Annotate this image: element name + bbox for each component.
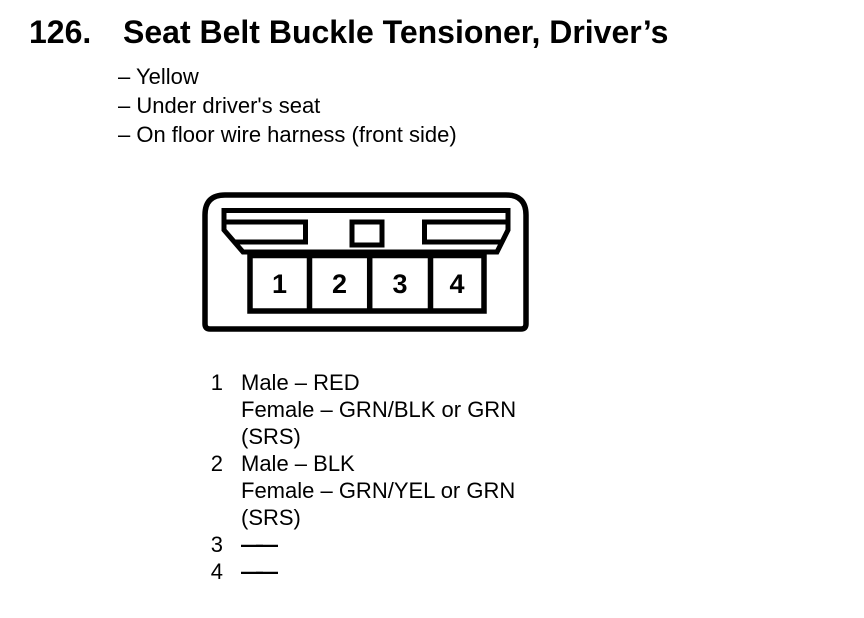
page-title: 126. Seat Belt Buckle Tensioner, Driver’s <box>29 16 668 48</box>
pin-number: 4 <box>210 559 223 584</box>
latch-slot-right <box>422 219 508 245</box>
note-harness: – On floor wire harness (front side) <box>118 122 457 147</box>
pinout-row: 3 —— <box>205 531 516 558</box>
pin-description-no-wire: —— <box>241 559 278 584</box>
pinout-list: 1 Male – RED Female – GRN/BLK or GRN (SR… <box>205 369 516 585</box>
pin-number <box>205 423 223 450</box>
connector-pin-3-label: 3 <box>392 269 407 299</box>
pin-description-no-wire: —— <box>241 532 278 557</box>
title-text: Seat Belt Buckle Tensioner, Driver’s <box>123 14 669 50</box>
pinout-row: Female – GRN/BLK or GRN <box>205 396 516 423</box>
pin-number <box>205 504 223 531</box>
note-color: – Yellow <box>118 64 199 89</box>
pinout-row: 1 Male – RED <box>205 369 516 396</box>
pin-description: (SRS) <box>241 505 301 530</box>
pin-description: Male – RED <box>241 370 360 395</box>
note-location: – Under driver's seat <box>118 93 321 118</box>
latch-slot-left <box>224 219 308 245</box>
location-notes: – Yellow – Under driver's seat – On floo… <box>118 62 457 149</box>
pinout-row: (SRS) <box>205 423 516 450</box>
pin-description: Female – GRN/YEL or GRN <box>241 478 516 503</box>
pin-number <box>205 477 223 504</box>
pin-description: (SRS) <box>241 424 301 449</box>
connector-face <box>221 208 511 255</box>
connector-diagram: 1 2 3 4 <box>202 192 529 332</box>
pinout-row: (SRS) <box>205 504 516 531</box>
item-number: 126. <box>29 14 92 50</box>
connector-pin-1-label: 1 <box>272 269 287 299</box>
latch-tab-center <box>349 219 385 248</box>
pin-number <box>205 396 223 423</box>
connector-pin-2-label: 2 <box>332 269 347 299</box>
pinout-row: 2 Male – BLK <box>205 450 516 477</box>
connector-housing <box>202 192 529 332</box>
connector-pin-4-label: 4 <box>449 269 464 299</box>
pin-description: Female – GRN/BLK or GRN <box>241 397 517 422</box>
pinout-row: Female – GRN/YEL or GRN <box>205 477 516 504</box>
pin-number: 3 <box>210 532 223 557</box>
pin-description: Male – BLK <box>241 451 355 476</box>
pin-number: 2 <box>210 451 223 476</box>
pinout-row: 4 —— <box>205 558 516 585</box>
pin-number: 1 <box>210 370 223 395</box>
